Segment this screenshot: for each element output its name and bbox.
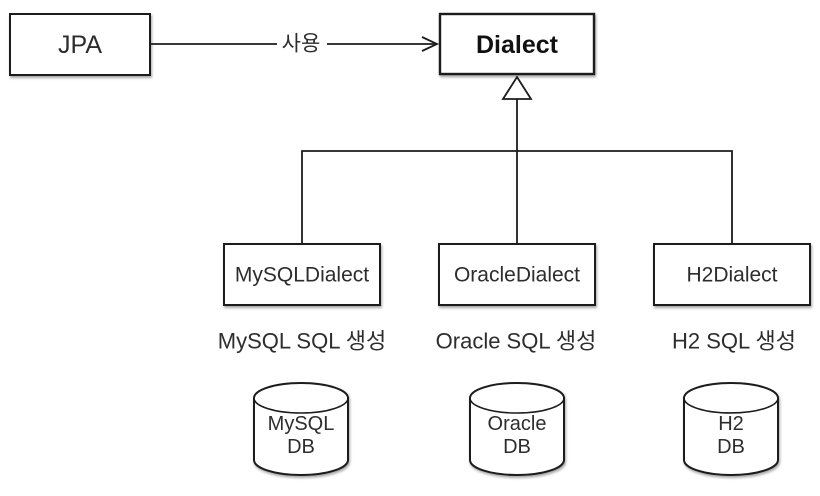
h2-db-cylinder-icon: H2 DB [683, 382, 779, 476]
oracle-db-cylinder-rim [469, 397, 565, 414]
use-arrowhead-icon [421, 36, 440, 52]
generalization-triangle-icon [501, 75, 533, 100]
mysql-db-cylinder-icon: MySQL DB [253, 382, 349, 476]
h2dialect-class-label: H2Dialect [686, 264, 777, 287]
jpa-class-label: JPA [58, 31, 102, 59]
h2-db-cylinder-body [683, 382, 779, 476]
oracle-db-label-line2: DB [503, 436, 531, 458]
h2-db-label-line1: H2 [718, 413, 744, 435]
mysql-db-label-line1: MySQL [268, 413, 335, 435]
oracle-db-cylinder-icon: Oracle DB [469, 382, 565, 476]
oracle-db-cylinder-body [469, 382, 565, 476]
mysqldialect-class-box [223, 243, 381, 306]
mysql-sql-caption: MySQL SQL 생성 [218, 329, 386, 354]
mysql-db-cylinder-rim [253, 397, 349, 414]
oracle-db-label-line1: Oracle [488, 413, 547, 435]
jpa-class-box [9, 13, 151, 76]
oracle-sql-caption: Oracle SQL 생성 [436, 329, 597, 354]
inheritance-connector [301, 150, 733, 244]
h2-sql-caption: H2 SQL 생성 [672, 329, 796, 354]
dialect-class-label: Dialect [476, 31, 559, 59]
h2-db-cylinder-rim [683, 397, 779, 414]
dialect-class-box [438, 12, 596, 76]
oracledialect-class-box [438, 243, 596, 306]
h2-db-label-line2: DB [717, 436, 745, 458]
oracledialect-class-label: OracleDialect [454, 264, 580, 287]
use-association-label: 사용 [282, 33, 321, 56]
mysqldialect-class-label: MySQLDialect [235, 264, 369, 287]
h2dialect-class-box [653, 243, 811, 306]
mysql-db-label-line2: DB [287, 436, 315, 458]
mysql-db-cylinder-body [253, 382, 349, 476]
